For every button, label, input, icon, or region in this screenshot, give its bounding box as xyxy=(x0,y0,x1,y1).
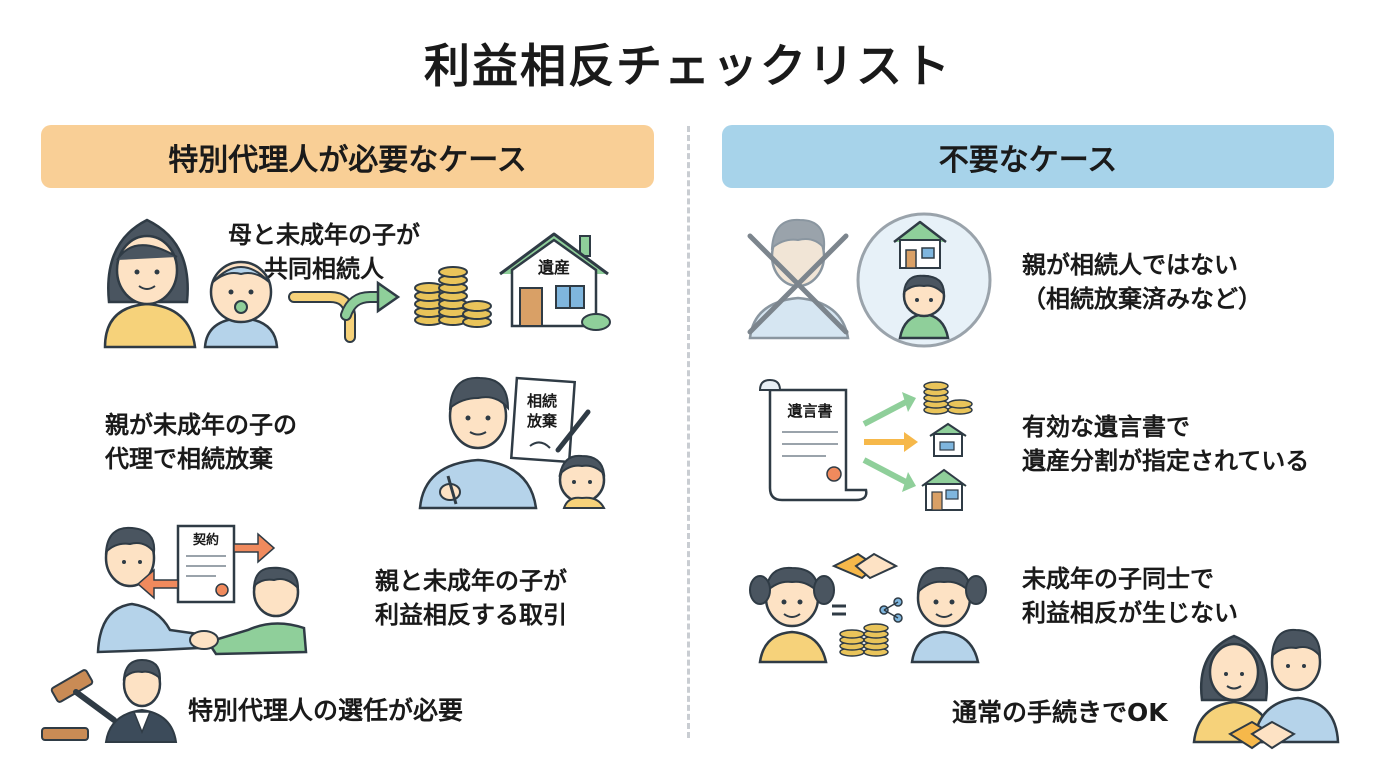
will-label: 遺言書 xyxy=(786,402,832,420)
column-divider xyxy=(687,126,690,738)
left-case3-text: 親と未成年の子が 利益相反する取引 xyxy=(375,567,567,629)
header-not-required: 不要なケース xyxy=(722,125,1334,188)
estate-house-icon: 遺産 xyxy=(499,232,611,331)
parent-signing-renunciation-icon: 相続 放棄 xyxy=(418,376,606,510)
left-footer-text: 特別代理人の選任が必要 xyxy=(188,696,464,725)
siblings-no-conflict-icon xyxy=(749,552,987,664)
gavel-judge-icon xyxy=(41,658,178,743)
left-case1-text: 母と未成年の子が 共同相続人 xyxy=(228,221,420,283)
contract-label: 契約 xyxy=(192,532,219,548)
couple-handshake-icon xyxy=(1192,628,1340,750)
coin-stacks-icon xyxy=(414,266,492,328)
right-case3-text: 未成年の子同士で 利益相反が生じない xyxy=(1022,565,1238,627)
page-title: 利益相反チェックリスト xyxy=(424,39,952,93)
mother-and-baby-icon xyxy=(103,218,279,349)
estate-label: 遺産 xyxy=(538,258,570,277)
right-case1-text: 親が相続人ではない （相続放棄済みなど） xyxy=(1022,251,1262,313)
header-special-agent-required: 特別代理人が必要なケース xyxy=(41,125,654,188)
right-case2-text: 有効な遺言書で 遺産分割が指定されている xyxy=(1022,413,1310,475)
renunciation-doc-label-1: 相続 xyxy=(527,392,557,410)
parent-not-heir-icon xyxy=(747,212,992,348)
contract-handshake-icon: 契約 xyxy=(96,524,308,656)
will-distribution-icon: 遺言書 xyxy=(758,378,973,511)
split-arrow-icon xyxy=(288,280,401,343)
renunciation-doc-label-2: 放棄 xyxy=(526,412,558,430)
left-case2-text: 親が未成年の子の 代理で相続放棄 xyxy=(105,411,297,473)
right-footer-text: 通常の手続きでOK xyxy=(952,698,1168,727)
